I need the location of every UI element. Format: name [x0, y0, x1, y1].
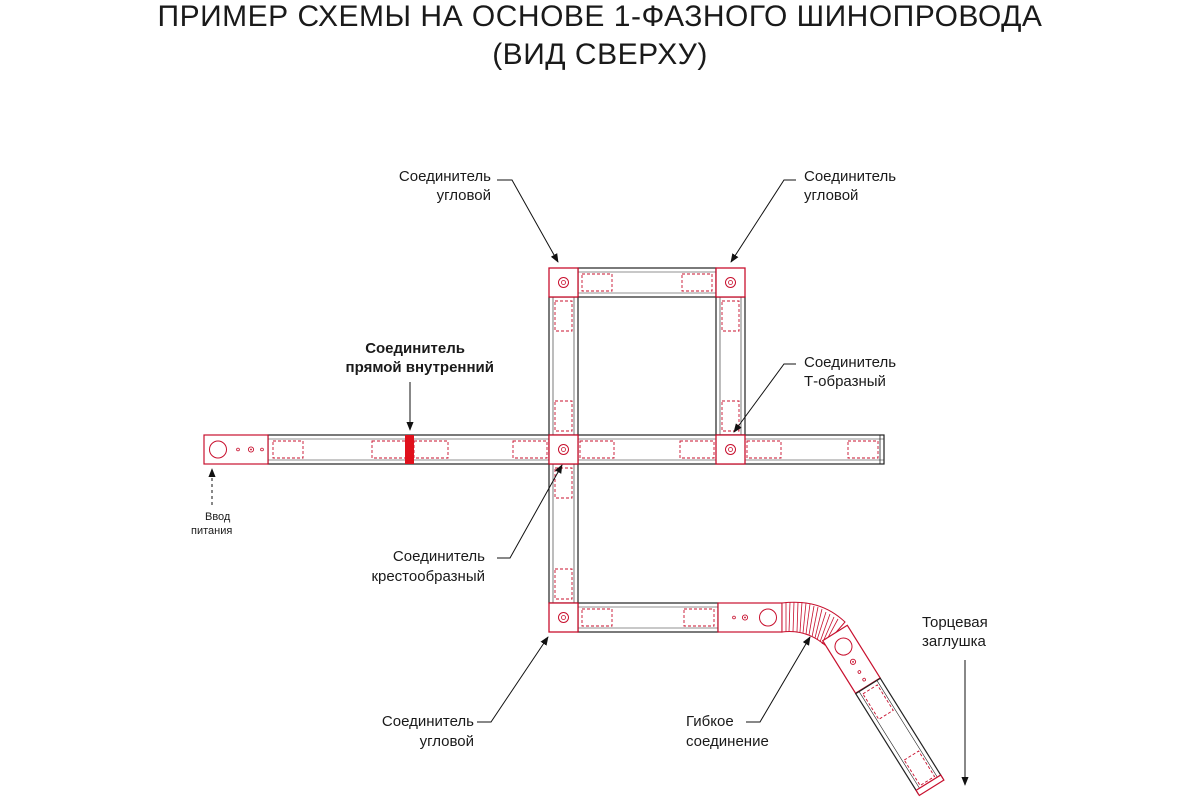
- label-t-shaped-line1: Соединитель: [804, 354, 896, 371]
- track-right-vertical: [715, 296, 746, 436]
- corner-connector-top-right: [715, 267, 746, 298]
- label-t-shaped-line2: Т-образный: [804, 373, 886, 390]
- label-cross-line1: Соединитель: [393, 548, 485, 565]
- label-flexible-line1: Гибкое: [686, 713, 734, 730]
- label-power-input-line2: питания: [191, 525, 232, 537]
- end-cap: [915, 774, 945, 797]
- straight-inner-connector: [405, 435, 414, 464]
- label-end-cap-line1: Торцевая: [922, 614, 988, 631]
- label-corner-tr-line2: угловой: [804, 187, 858, 204]
- leader-lines: [208, 179, 969, 786]
- label-power-input-line1: Ввод: [205, 511, 231, 523]
- page-title: ПРИМЕР СХЕМЫ НА ОСНОВЕ 1-ФАЗНОГО ШИНОПРО…: [157, 0, 1043, 33]
- label-cross-line2: крестообразный: [371, 568, 485, 585]
- connector-blocks: [548, 267, 746, 633]
- label-straight-inner-line2: прямой внутренний: [346, 359, 494, 376]
- cross-connector: [548, 434, 579, 465]
- flexible-connection: [717, 601, 881, 695]
- labels: Соединитель угловой Соединитель угловой …: [191, 168, 988, 750]
- label-corner-tr-line1: Соединитель: [804, 168, 896, 185]
- track-angled: [854, 677, 945, 797]
- page-subtitle: (ВИД СВЕРХУ): [492, 38, 708, 71]
- label-end-cap-line2: заглушка: [922, 633, 987, 650]
- label-straight-inner-line1: Соединитель: [365, 340, 465, 357]
- corner-connector-top-left: [548, 267, 579, 298]
- label-corner-bottom-line1: Соединитель: [382, 713, 474, 730]
- label-corner-bottom-line2: угловой: [420, 733, 474, 750]
- corner-connector-bottom-left: [548, 602, 579, 633]
- label-corner-tl-line2: угловой: [437, 187, 491, 204]
- power-input-block: [203, 434, 269, 465]
- track-top-horizontal: [577, 267, 717, 298]
- track-bottom-horizontal: [577, 602, 719, 633]
- connector-inserts: [272, 273, 879, 627]
- t-connector: [715, 434, 746, 465]
- label-corner-tl-line1: Соединитель: [399, 168, 491, 185]
- label-flexible-line2: соединение: [686, 733, 769, 750]
